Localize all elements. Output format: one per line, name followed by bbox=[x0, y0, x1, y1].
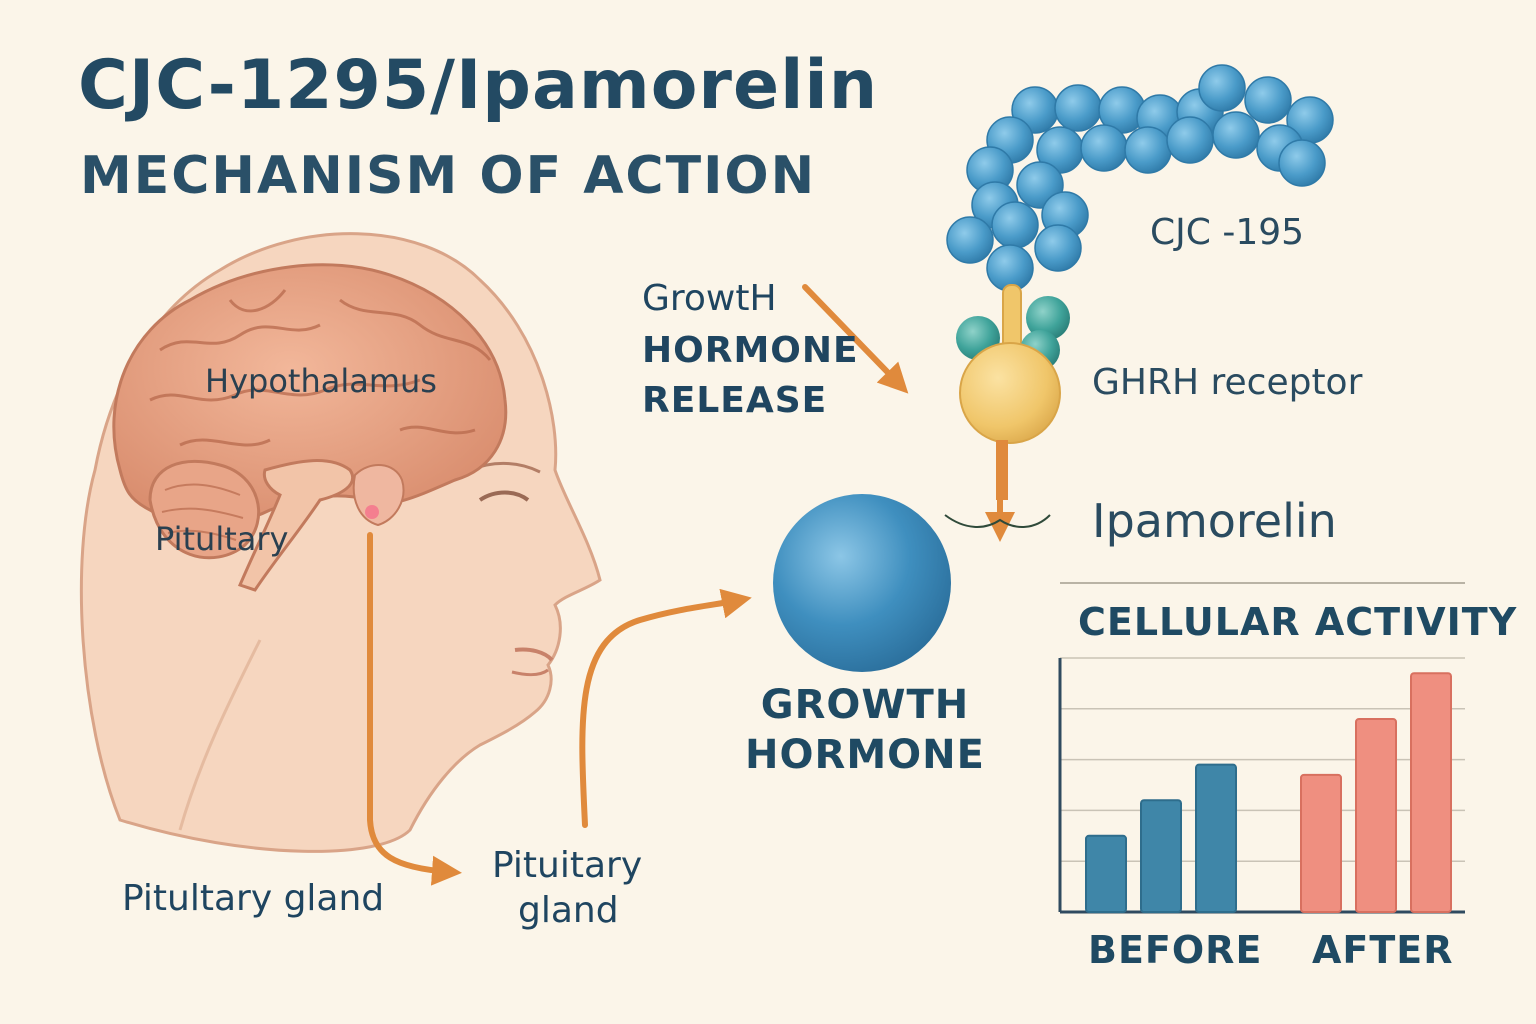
chart-category-before: BEFORE bbox=[1088, 928, 1263, 972]
cellular-activity-chart bbox=[1058, 582, 1465, 914]
pituitary-marker-icon bbox=[365, 505, 379, 519]
gh-release-line3: RELEASE bbox=[642, 380, 828, 421]
chart-category-after: AFTER bbox=[1312, 928, 1454, 972]
peptide-bead bbox=[1054, 84, 1102, 132]
peptide-chain-icon bbox=[946, 64, 1334, 292]
pituitary-gland-arrow-label-line2: gland bbox=[518, 890, 619, 931]
chart-title: CELLULAR ACTIVITY bbox=[1078, 600, 1518, 644]
ipamorelin-label: Ipamorelin bbox=[1092, 494, 1337, 548]
chart-bar-before-1 bbox=[1085, 834, 1127, 913]
arrow-to-growth-hormone bbox=[579, 588, 752, 828]
page-subtitle: MECHANISM OF ACTION bbox=[80, 146, 817, 206]
receptor-icon bbox=[956, 284, 1070, 500]
pituitary-gland-left-label: Pitultary gland bbox=[122, 878, 385, 919]
gh-release-line2: HORMONE bbox=[642, 330, 859, 371]
peptide-bead bbox=[1034, 224, 1082, 272]
growth-hormone-line2: HORMONE bbox=[745, 732, 985, 778]
chart-bar-before-3 bbox=[1195, 763, 1237, 913]
peptide-bead bbox=[991, 201, 1039, 249]
cjc-label: CJC -195 bbox=[1150, 212, 1305, 253]
ipamorelin-binding-curve bbox=[944, 514, 1051, 528]
peptide-bead bbox=[1278, 139, 1326, 187]
peptide-bead bbox=[1244, 76, 1292, 124]
pituitary-inner-label: Pitultary bbox=[155, 520, 289, 558]
chart-bar-after-2 bbox=[1355, 717, 1397, 914]
growth-hormone-label: GROWTH HORMONE bbox=[730, 680, 1000, 780]
peptide-bead bbox=[1124, 126, 1172, 174]
page-title: CJC-1295/Ipamorelin bbox=[78, 46, 879, 125]
chart-bar-before-2 bbox=[1140, 799, 1182, 913]
peptide-bead bbox=[946, 216, 994, 264]
arrows bbox=[367, 284, 1015, 886]
arrow-pituitary-down bbox=[367, 532, 462, 886]
peptide-bead bbox=[1080, 124, 1128, 172]
arrow-gh-release bbox=[802, 284, 909, 394]
peptide-bead bbox=[1166, 116, 1214, 164]
peptide-bead bbox=[1212, 111, 1260, 159]
pituitary-gland-arrow-label-line1: Pituitary bbox=[492, 845, 643, 886]
chart-bar-after-3 bbox=[1410, 672, 1452, 913]
peptide-bead bbox=[1198, 64, 1246, 112]
growth-hormone-sphere-icon bbox=[773, 494, 951, 672]
ghrh-receptor-label: GHRH receptor bbox=[1092, 362, 1363, 403]
chart-bar-after-1 bbox=[1300, 773, 1342, 914]
brain-icon bbox=[112, 263, 508, 592]
growth-hormone-line1: GROWTH bbox=[760, 682, 970, 728]
hypothalamus-label: Hypothalamus bbox=[205, 362, 437, 400]
gh-release-line1: GrowtH bbox=[642, 278, 777, 319]
